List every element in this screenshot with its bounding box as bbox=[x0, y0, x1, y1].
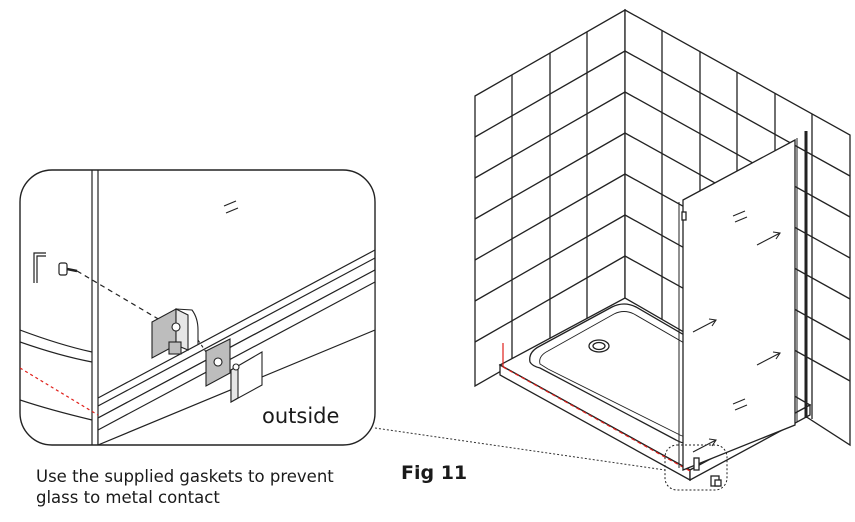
figure-label: Fig 11 bbox=[401, 462, 468, 484]
gasket-icon bbox=[197, 338, 263, 403]
callout-connector bbox=[374, 427, 666, 471]
drain-icon bbox=[588, 339, 610, 353]
shower-scene bbox=[474, 8, 851, 491]
glass-glare bbox=[732, 210, 748, 411]
screw-icon bbox=[33, 252, 161, 321]
inset-detail bbox=[19, 169, 376, 446]
inset-outside-label: outside bbox=[262, 404, 340, 428]
arrow-icon bbox=[692, 231, 781, 453]
bracket-clamp bbox=[151, 308, 199, 359]
glass-icon bbox=[678, 131, 808, 471]
figure-caption: Use the supplied gaskets to prevent glas… bbox=[36, 467, 334, 507]
bracket-icon bbox=[693, 457, 722, 487]
